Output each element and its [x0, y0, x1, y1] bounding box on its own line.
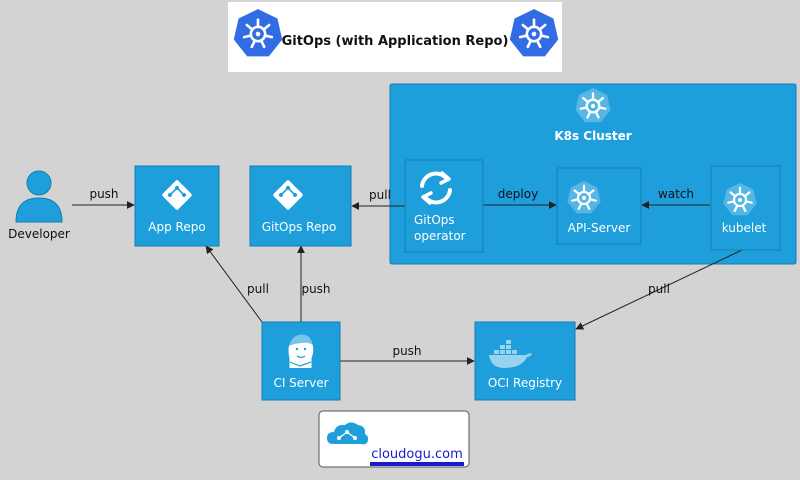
git-icon	[162, 180, 192, 210]
git-icon	[273, 180, 303, 210]
label-deploy: deploy	[498, 187, 538, 201]
app-repo-label: App Repo	[148, 220, 205, 234]
sync-icon	[420, 171, 452, 205]
gitops-operator-label-line2: operator	[414, 229, 466, 243]
api-server-label: API-Server	[568, 221, 631, 235]
jenkins-icon	[288, 334, 314, 368]
docker-icon	[489, 340, 532, 368]
cloudogu-text: cloudogu.com	[371, 447, 463, 462]
edges	[72, 201, 743, 365]
label-ci-push-registry: push	[392, 344, 421, 358]
edge-labels: push pull deploy watch pull push pull pu…	[89, 187, 694, 358]
cloud-network-icon	[327, 422, 369, 445]
person-icon	[15, 170, 63, 223]
label-ci-push-gitops: push	[301, 282, 330, 296]
kubelet-label: kubelet	[722, 221, 767, 235]
label-operator-pull: pull	[369, 188, 391, 202]
label-dev-to-app: push	[89, 187, 118, 201]
cloudogu-logo: cloudogu.com	[318, 410, 470, 468]
label-watch: watch	[658, 187, 694, 201]
gitops-repo-label: GitOps Repo	[262, 220, 337, 234]
k8s-icon	[723, 183, 757, 216]
gitops-operator-label-line1: GitOps	[414, 213, 455, 227]
k8s-logo-left-icon	[231, 6, 285, 59]
edge-ci-pull-app	[205, 245, 263, 323]
api-server-node: API-Server	[556, 167, 642, 245]
ci-server-node: CI Server	[261, 321, 341, 401]
oci-registry-label: OCI Registry	[488, 376, 562, 390]
gitops-operator-node: GitOps operator	[404, 159, 484, 253]
k8s-cluster-icon	[575, 88, 611, 123]
edge-kubelet-pull	[575, 249, 743, 330]
k8s-icon	[567, 181, 601, 214]
app-repo-node: App Repo	[134, 165, 220, 247]
diagram-title: GitOps (with Application Repo)	[282, 34, 509, 49]
developer-node: Developer	[8, 170, 70, 241]
kubelet-node: kubelet	[710, 165, 781, 251]
k8s-logo-right-icon	[507, 6, 561, 59]
ci-server-label: CI Server	[273, 376, 328, 390]
label-kubelet-pull: pull	[648, 282, 670, 296]
cloudogu-underline	[370, 462, 464, 466]
label-ci-pull-app: pull	[247, 282, 269, 296]
title-banner: GitOps (with Application Repo)	[228, 2, 562, 72]
cluster-label: K8s Cluster	[554, 129, 631, 143]
gitops-repo-node: GitOps Repo	[249, 165, 352, 247]
developer-label: Developer	[8, 227, 70, 241]
oci-registry-node: OCI Registry	[474, 321, 576, 401]
